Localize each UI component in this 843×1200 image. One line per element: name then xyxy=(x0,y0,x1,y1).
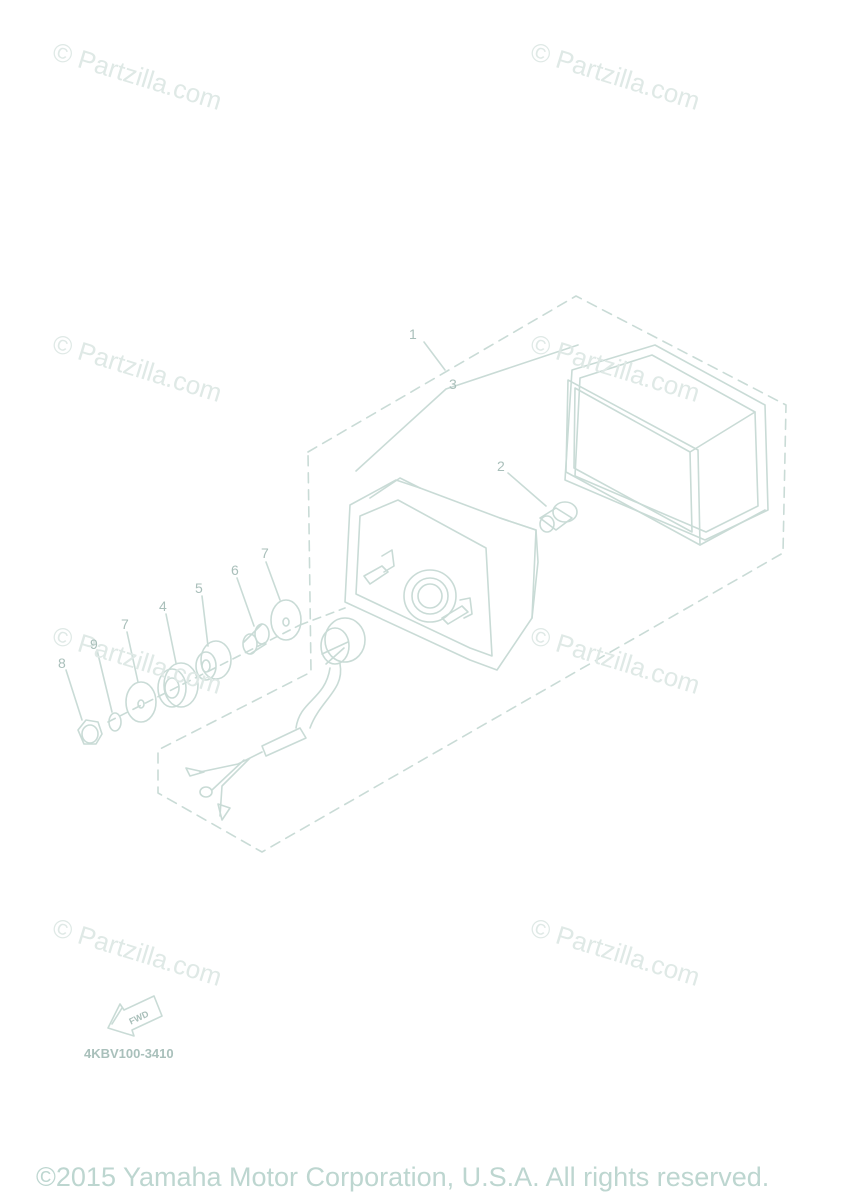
diagram-code: 4KBV100-3410 xyxy=(84,1046,174,1061)
copyright-notice: ©2015 Yamaha Motor Corporation, U.S.A. A… xyxy=(36,1162,770,1192)
callout-6: 6 xyxy=(231,562,239,578)
callout-7: 7 xyxy=(121,616,129,632)
grommet-4 xyxy=(158,663,198,707)
callout-2: 2 xyxy=(497,458,505,474)
callout-1: 1 xyxy=(409,326,417,342)
callout-3: 3 xyxy=(449,376,457,392)
collar-6 xyxy=(243,624,269,654)
washer-7-upper xyxy=(271,600,301,640)
mounting-axis xyxy=(108,608,345,722)
lens xyxy=(565,345,768,545)
callout-7: 7 xyxy=(261,545,269,561)
leader-9 xyxy=(97,650,112,712)
leader-6 xyxy=(237,578,254,626)
leader-5 xyxy=(202,596,208,646)
leader-1 xyxy=(424,342,445,370)
bulb xyxy=(540,502,577,532)
fwd-arrow-icon xyxy=(108,996,162,1036)
leader-7a xyxy=(266,562,280,600)
leader-3 xyxy=(356,345,578,471)
callout-4: 4 xyxy=(159,598,167,614)
leader-7b xyxy=(127,632,138,682)
washer-7-lower xyxy=(126,682,156,722)
leader-4 xyxy=(166,614,176,663)
fwd-label: FWD xyxy=(127,1009,150,1027)
leader-8 xyxy=(66,670,82,720)
leader-2 xyxy=(508,473,546,506)
lock-washer-9 xyxy=(109,713,121,731)
housing xyxy=(345,478,538,670)
callout-5: 5 xyxy=(195,580,203,596)
callout-8: 8 xyxy=(58,655,66,671)
assembly-boundary xyxy=(158,296,786,852)
grommet-5 xyxy=(196,641,231,680)
nut-8 xyxy=(78,720,102,744)
socket-harness xyxy=(186,618,365,820)
callout-9: 9 xyxy=(90,636,98,652)
